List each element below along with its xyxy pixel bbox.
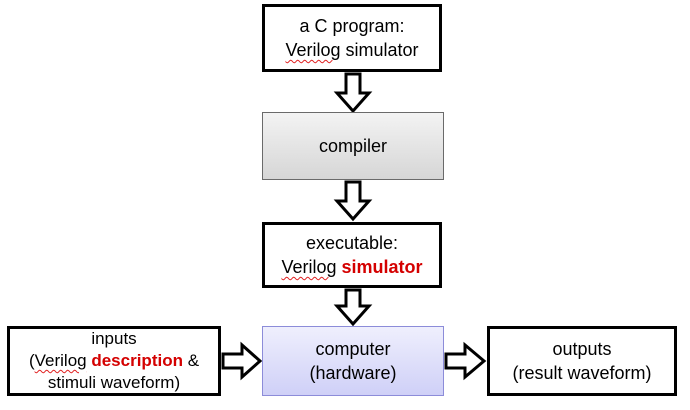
spellcheck-word: Verilog <box>285 40 341 60</box>
c-program-line2: Verilog simulator <box>285 38 418 62</box>
inputs-box: inputs (Verilog description & stimuli wa… <box>7 326 221 396</box>
c-program-line2-rest: simulator <box>340 40 419 60</box>
inputs-line1: inputs <box>91 329 137 348</box>
spellcheck-word: Verilog <box>281 257 337 277</box>
c-program-box: a C program: Verilog simulator <box>262 4 442 72</box>
inputs-line3: stimuli waveform) <box>47 373 181 392</box>
inputs-line2-suffix: & <box>182 351 200 370</box>
spellcheck-word: Verilog <box>34 351 87 370</box>
computer-box: computer (hardware) <box>262 326 444 396</box>
highlight-simulator: simulator <box>341 257 423 277</box>
compiler-label: compiler <box>318 136 388 156</box>
computer-line1: computer <box>315 339 391 359</box>
arrow-computer-to-outputs <box>444 341 487 381</box>
arrow-compiler-to-executable <box>333 180 373 222</box>
highlight-description: description <box>91 351 183 370</box>
compiler-box: compiler <box>262 112 444 180</box>
arrow-c-program-to-compiler <box>333 72 373 114</box>
executable-line1: executable: <box>305 233 399 253</box>
executable-box: executable: Verilog simulator <box>262 222 442 288</box>
executable-line2: Verilog simulator <box>281 255 422 279</box>
inputs-line2: (Verilog description & <box>29 350 199 372</box>
outputs-box: outputs (result waveform) <box>487 326 677 396</box>
outputs-line2: (result waveform) <box>512 363 652 383</box>
arrow-executable-to-computer <box>333 288 373 327</box>
inputs-line2-prefix: ( <box>28 351 35 370</box>
computer-line2: (hardware) <box>309 363 397 383</box>
c-program-line1: a C program: <box>299 16 405 36</box>
arrow-inputs-to-computer <box>221 341 263 381</box>
outputs-line1: outputs <box>552 339 612 359</box>
